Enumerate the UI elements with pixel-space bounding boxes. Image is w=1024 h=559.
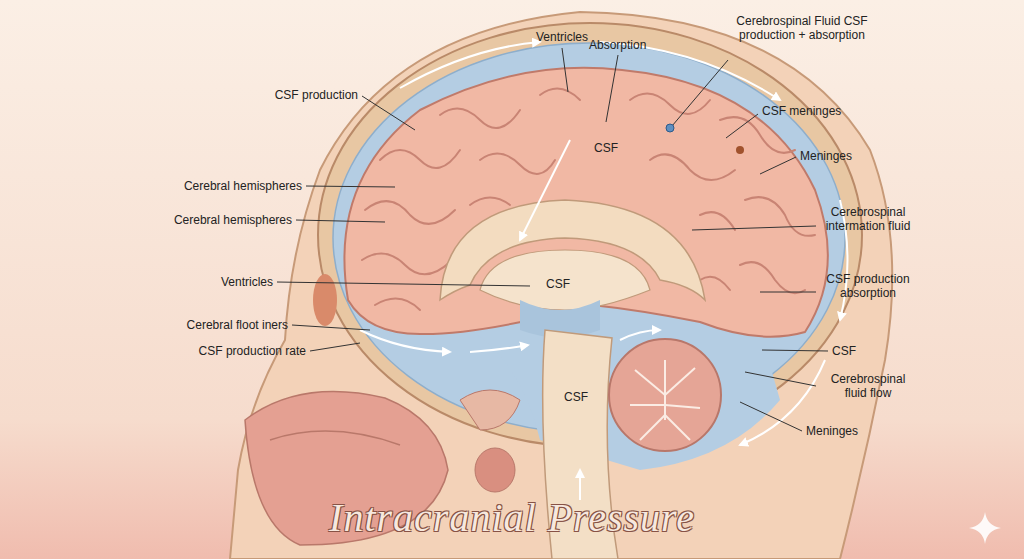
anatomy-label: Ventricles [536,30,588,44]
anatomy-label: CSF [832,344,856,358]
anatomy-label: Cerebral floot iners [187,318,288,332]
sparkle-icon [969,512,1001,544]
anatomy-label: CSF meninges [762,104,841,118]
anatomy-label: Cerebrospinal Fluid CSF production + abs… [732,14,872,42]
leader-lines [277,48,828,431]
anatomy-label: Ventricles [221,275,273,289]
anatomy-label: Absorption [589,38,646,52]
brain [344,68,827,559]
anatomy-label: CSF [594,141,618,155]
marker-dot [736,146,744,154]
csf-flow-arrows [360,42,848,500]
anatomy-label: CSF production rate [199,344,306,358]
anatomy-label: Cerebral hemispheres [174,213,292,227]
head [230,12,892,559]
anatomy-label: Cerebrospinal intermation fluid [818,205,918,233]
anatomy-label: Cerebrospinal fluid flow [818,372,918,400]
anatomy-label: CSF production absorption [818,272,918,300]
anatomy-label: Meninges [806,424,858,438]
anatomy-label: CSF [564,390,588,404]
anatomy-label: Cerebral hemispheres [184,179,302,193]
title: Intracranial Pressure [0,494,1024,542]
anatomy-label: Meninges [800,149,852,163]
anatomy-label: CSF [546,277,570,291]
marker-dot [666,124,674,132]
anatomy-label: CSF production [275,88,358,102]
